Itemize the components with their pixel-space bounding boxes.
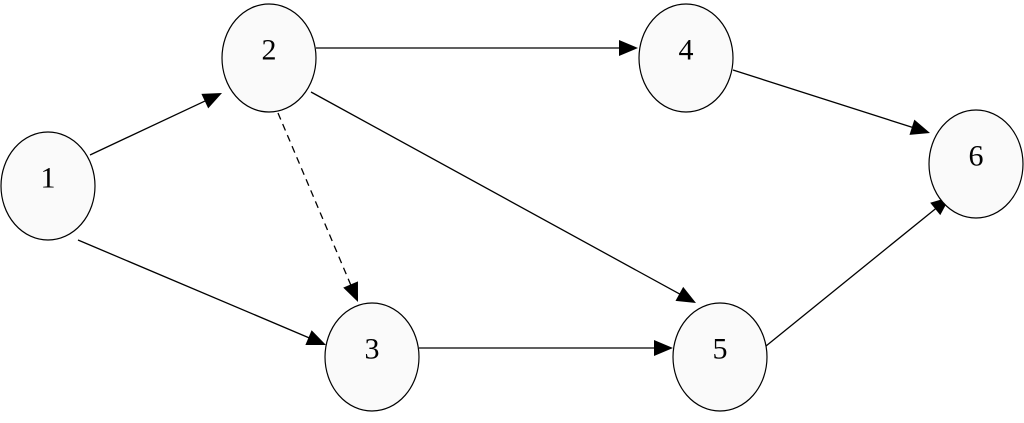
edge-2-to-5	[310, 91, 696, 303]
edge-4-to-6	[732, 69, 930, 135]
node-5: 5	[672, 302, 768, 412]
node-circle	[638, 3, 734, 113]
node-3: 3	[324, 302, 420, 412]
node-label: 1	[41, 162, 56, 195]
node-circle	[0, 131, 96, 241]
edge-line	[277, 112, 352, 286]
arrow-head	[343, 281, 358, 302]
arrow-head	[675, 286, 696, 303]
node-circle	[221, 3, 317, 113]
edge-line	[732, 69, 914, 129]
edge-2-to-4	[316, 40, 638, 56]
node-1: 1	[0, 131, 96, 241]
node-circle	[324, 302, 420, 412]
arrow-head	[305, 330, 326, 345]
edge-line	[77, 239, 310, 339]
arrow-head	[909, 119, 930, 135]
edges-layer	[77, 40, 950, 356]
edge-line	[89, 100, 206, 156]
arrow-head	[619, 40, 638, 56]
node-label: 6	[969, 140, 984, 173]
arrow-head	[201, 93, 222, 109]
node-label: 4	[679, 34, 694, 67]
edge-1-to-2	[89, 93, 222, 156]
node-4: 4	[638, 3, 734, 113]
node-2: 2	[221, 3, 317, 113]
edge-2-to-3	[277, 112, 358, 302]
edge-1-to-3	[77, 239, 326, 345]
node-circle	[672, 302, 768, 412]
arrow-head	[654, 340, 673, 356]
edge-line	[765, 207, 937, 347]
nodes-layer: 1 2 3 4 5 6	[0, 3, 1024, 412]
node-label: 5	[713, 333, 728, 366]
node-label: 3	[365, 333, 380, 366]
node-6: 6	[928, 109, 1024, 219]
node-circle	[928, 109, 1024, 219]
node-label: 2	[262, 34, 277, 67]
edge-line	[310, 91, 681, 295]
edge-3-to-5	[419, 340, 673, 356]
edge-5-to-6	[765, 197, 950, 347]
